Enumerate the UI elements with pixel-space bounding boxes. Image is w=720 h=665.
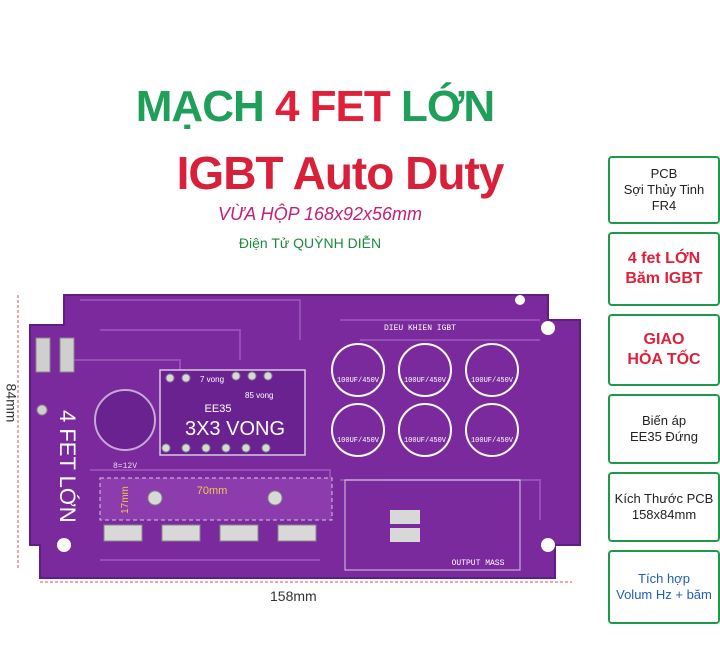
feature-line: 158x84mm bbox=[631, 507, 697, 522]
cap-label: 100UF/450V bbox=[337, 437, 380, 445]
title-line1: MẠCH 4 FET LỚN bbox=[120, 82, 510, 132]
pcb-image: 8=12V EE35 3X3 VONG 7 vong 85 vong 100UF… bbox=[17, 294, 581, 583]
feature-line: Kích Thước PCB bbox=[614, 490, 714, 506]
transformer-label: EE35 bbox=[205, 403, 232, 415]
feature-line: 4 fet LỚN bbox=[627, 250, 701, 267]
title-line2: IGBT Auto Duty bbox=[176, 147, 505, 199]
feature-line: GIAO bbox=[643, 331, 685, 348]
svg-text:8=12V: 8=12V bbox=[113, 462, 137, 471]
cap-label: 100UF/450V bbox=[404, 437, 447, 445]
feature-line: Tích hợp bbox=[638, 570, 690, 586]
output-label: OUTPUT MASS bbox=[452, 559, 505, 568]
width-dimension: 158mm bbox=[270, 588, 317, 604]
feature-line: Sợi Thủy Tinh FR4 bbox=[623, 181, 705, 214]
vong-85: 85 vong bbox=[245, 391, 273, 400]
board-side-text: 4 FET LỚN bbox=[55, 410, 80, 523]
feature-line: HỎA TỐC bbox=[627, 351, 701, 368]
bar-dimension: 70mm bbox=[197, 485, 228, 497]
cap-label: 100UF/450V bbox=[471, 377, 514, 385]
brand-name: Điện Tử QUỲNH DIỄN bbox=[238, 235, 382, 251]
cap-label: 100UF/450V bbox=[337, 377, 380, 385]
cap-label: 100UF/450V bbox=[404, 377, 447, 385]
feature-line: EE35 Đứng bbox=[630, 429, 698, 444]
height-dimension: 84mm bbox=[3, 383, 20, 423]
feature-line: Băm IGBT bbox=[625, 270, 703, 287]
title-red: 4 FET bbox=[274, 82, 402, 131]
transformer-text: 3X3 VONG bbox=[185, 418, 285, 440]
title-green-2: LỚN bbox=[401, 82, 495, 131]
feature-line: PCB bbox=[650, 165, 678, 181]
feature-line: Volum Hz + băm bbox=[616, 587, 712, 602]
title-green: MẠCH bbox=[135, 82, 275, 131]
subtitle-box-size: VỪA HỘP 168x92x56mm bbox=[217, 204, 423, 224]
header-label: DIEU KHIEN IGBT bbox=[384, 324, 456, 333]
feature-line: Biến áp bbox=[641, 412, 687, 428]
vong-7: 7 vong bbox=[200, 375, 224, 384]
feature-box-fet: 4 fet LỚN Băm IGBT bbox=[608, 232, 720, 306]
cap-label: 100UF/450V bbox=[471, 437, 514, 445]
bar-height-dimension: 17mm bbox=[120, 486, 131, 514]
feature-box-shipping: GIAO HỎA TỐC bbox=[608, 314, 720, 386]
